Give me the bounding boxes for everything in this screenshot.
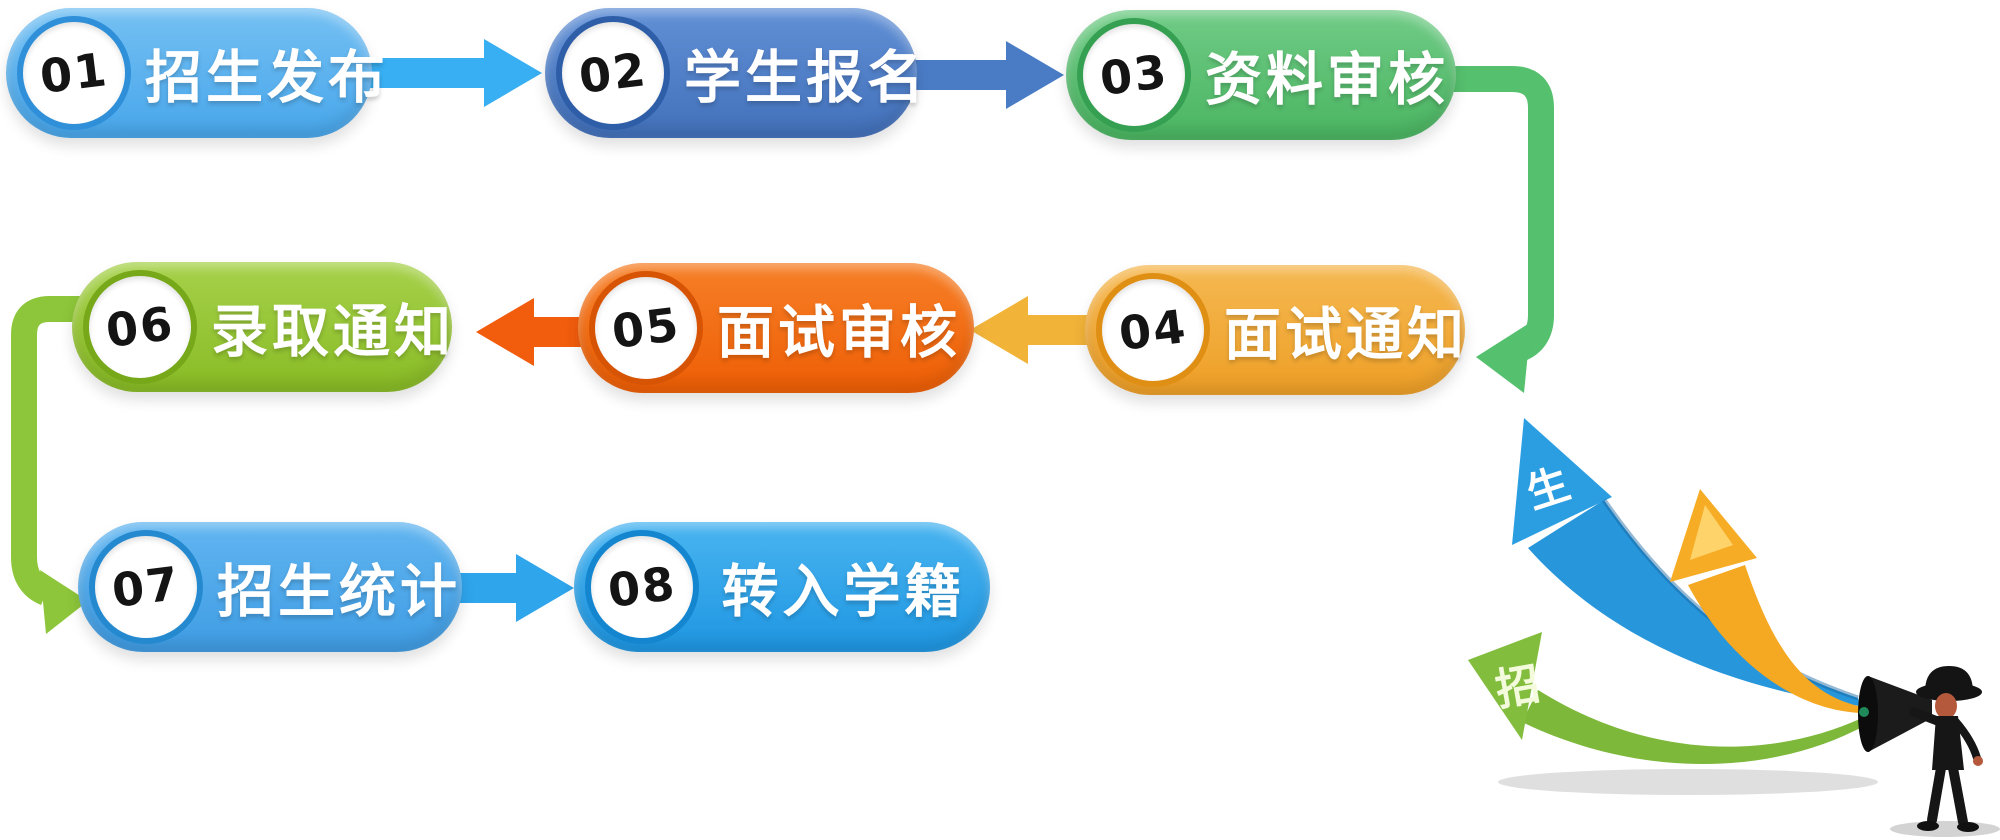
step-label: 资料审核 (1205, 47, 1449, 113)
step-number-badge: 03 (1077, 18, 1191, 132)
step-number: 02 (575, 42, 651, 104)
ground-shadow (1498, 769, 1878, 795)
step-pill-07: 07 招生统计 (78, 522, 462, 652)
step-label: 学生报名 (684, 45, 928, 111)
green-arrow-label: 招 (1492, 659, 1544, 717)
promo-illustration: 生 招 (1468, 418, 2000, 837)
step-label: 面试审核 (717, 300, 961, 366)
step-label: 录取通知 (211, 299, 455, 365)
step-number-badge: 07 (89, 530, 203, 644)
step-pill-06: 06 录取通知 (72, 262, 452, 392)
step-number-badge: 04 (1096, 273, 1210, 387)
step-number: 06 (102, 296, 178, 358)
arrow-step2-to-step3-icon (900, 41, 1064, 109)
megaphone-icon (1858, 676, 1932, 752)
step-number-badge: 05 (589, 271, 703, 385)
blue-swoosh-arrow-icon: 生 (1512, 418, 1860, 706)
step-number: 05 (608, 297, 684, 359)
announcer-person (1909, 666, 1983, 832)
person-shadow (1890, 821, 2000, 837)
step-label: 面试通知 (1224, 302, 1468, 368)
step-pill-05: 05 面试审核 (578, 263, 974, 393)
step-pill-02: 02 学生报名 (545, 8, 924, 138)
arrow-step4-to-step5-icon (970, 296, 1100, 364)
step-pill-08: 08 转入学籍 (574, 522, 990, 652)
elbow-step3-to-step4-icon (1445, 66, 1554, 393)
arrow-step7-to-step8-icon (440, 554, 574, 622)
step-label: 招生统计 (217, 559, 461, 625)
step-pill-03: 03 资料审核 (1066, 10, 1456, 140)
step-label: 转入学籍 (721, 559, 966, 625)
step-number: 07 (108, 556, 184, 618)
arrow-step1-to-step2-icon (350, 39, 542, 107)
yellow-swoosh-arrow-icon (1670, 489, 1862, 713)
step-label: 招生发布 (145, 45, 389, 111)
green-swoosh-arrow-icon: 招 (1468, 632, 1866, 765)
step-number: 03 (1096, 44, 1172, 106)
step-number-badge: 06 (83, 270, 197, 384)
step-number: 01 (36, 42, 112, 104)
step-number-badge: 01 (17, 16, 131, 130)
step-number-badge: 02 (556, 16, 670, 130)
step-pill-04: 04 面试通知 (1085, 265, 1465, 395)
arrow-step5-to-step6-icon (476, 298, 610, 366)
step-number-badge: 08 (585, 530, 699, 644)
step-number: 08 (604, 556, 680, 618)
step-number: 04 (1115, 299, 1191, 361)
elbow-step6-to-step7-icon (11, 296, 105, 634)
step-pill-01: 01 招生发布 (6, 8, 385, 138)
